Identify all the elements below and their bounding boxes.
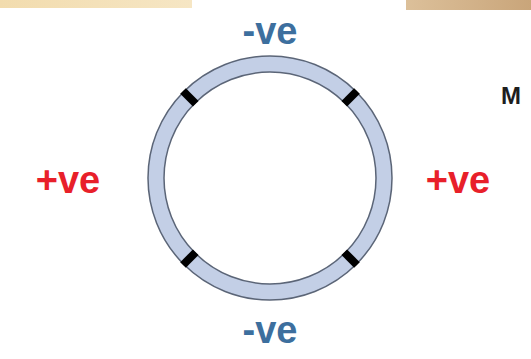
ring-body	[156, 64, 384, 292]
ring-marker	[344, 91, 357, 104]
ring-outline	[164, 72, 376, 284]
ring-marker	[183, 252, 196, 265]
charge-label: +ve	[426, 161, 490, 199]
photo-strip	[0, 0, 192, 8]
partial-label: M	[501, 84, 521, 108]
charge-label: -ve	[243, 311, 298, 349]
ring-marker	[344, 252, 357, 265]
ring-outline	[148, 56, 392, 300]
photo-strip	[406, 0, 531, 10]
charge-label: +ve	[36, 161, 100, 199]
ring	[148, 56, 392, 300]
ring-marker	[183, 91, 196, 104]
charge-label: -ve	[243, 12, 298, 50]
